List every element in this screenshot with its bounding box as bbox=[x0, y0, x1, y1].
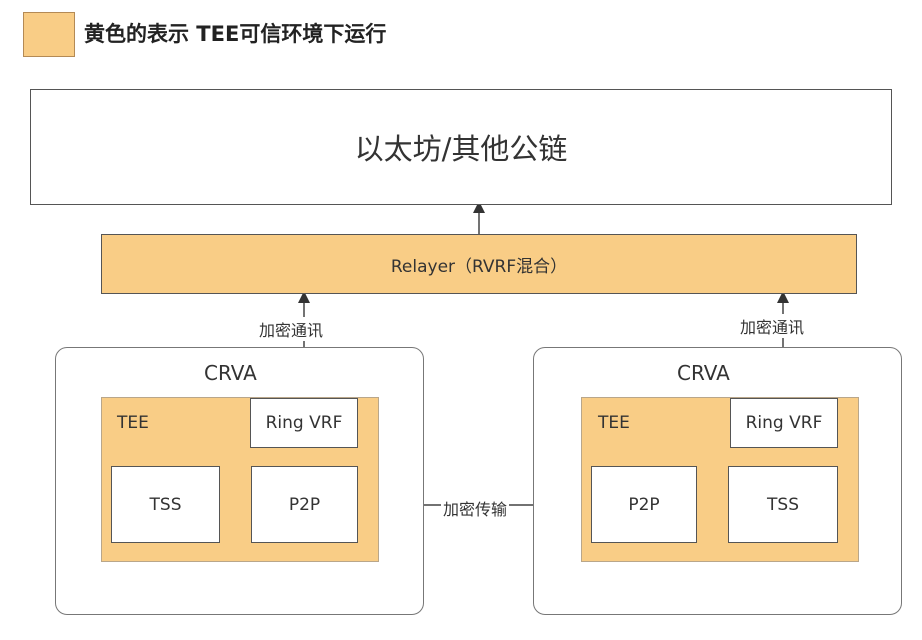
legend-swatch bbox=[23, 12, 75, 57]
right-uplink-label: 加密通讯 bbox=[740, 314, 805, 338]
p2p-box-left: P2P bbox=[251, 466, 358, 543]
tss-box-left: TSS bbox=[111, 466, 220, 543]
left-uplink-label: 加密通讯 bbox=[259, 317, 324, 341]
ring-vrf-box-left: Ring VRF bbox=[250, 398, 358, 448]
crva-title-right: CRVA bbox=[677, 361, 730, 385]
ring-vrf-label-left: Ring VRF bbox=[265, 413, 343, 433]
relayer-box: Relayer（RVRF混合） bbox=[101, 234, 857, 294]
tee-label-right: TEE bbox=[598, 413, 630, 433]
p2p-label-left: P2P bbox=[288, 494, 321, 515]
tss-box-right: TSS bbox=[728, 466, 838, 543]
chain-box: 以太坊/其他公链 bbox=[30, 89, 892, 205]
p2p-label-right: P2P bbox=[628, 494, 660, 515]
chain-label: 以太坊/其他公链 bbox=[354, 132, 568, 166]
legend-text: 黄色的表示 TEE可信环境下运行 bbox=[84, 22, 387, 46]
crva-title-left: CRVA bbox=[204, 361, 257, 385]
p2p-link-label: 加密传输 bbox=[441, 496, 510, 520]
p2p-box-right: P2P bbox=[591, 466, 697, 543]
tee-label-left: TEE bbox=[117, 413, 149, 433]
tss-label-right: TSS bbox=[767, 494, 799, 515]
ring-vrf-label-right: Ring VRF bbox=[745, 413, 823, 433]
relayer-label: Relayer（RVRF混合） bbox=[390, 256, 568, 277]
tss-label-left: TSS bbox=[149, 494, 182, 515]
ring-vrf-box-right: Ring VRF bbox=[730, 398, 838, 448]
